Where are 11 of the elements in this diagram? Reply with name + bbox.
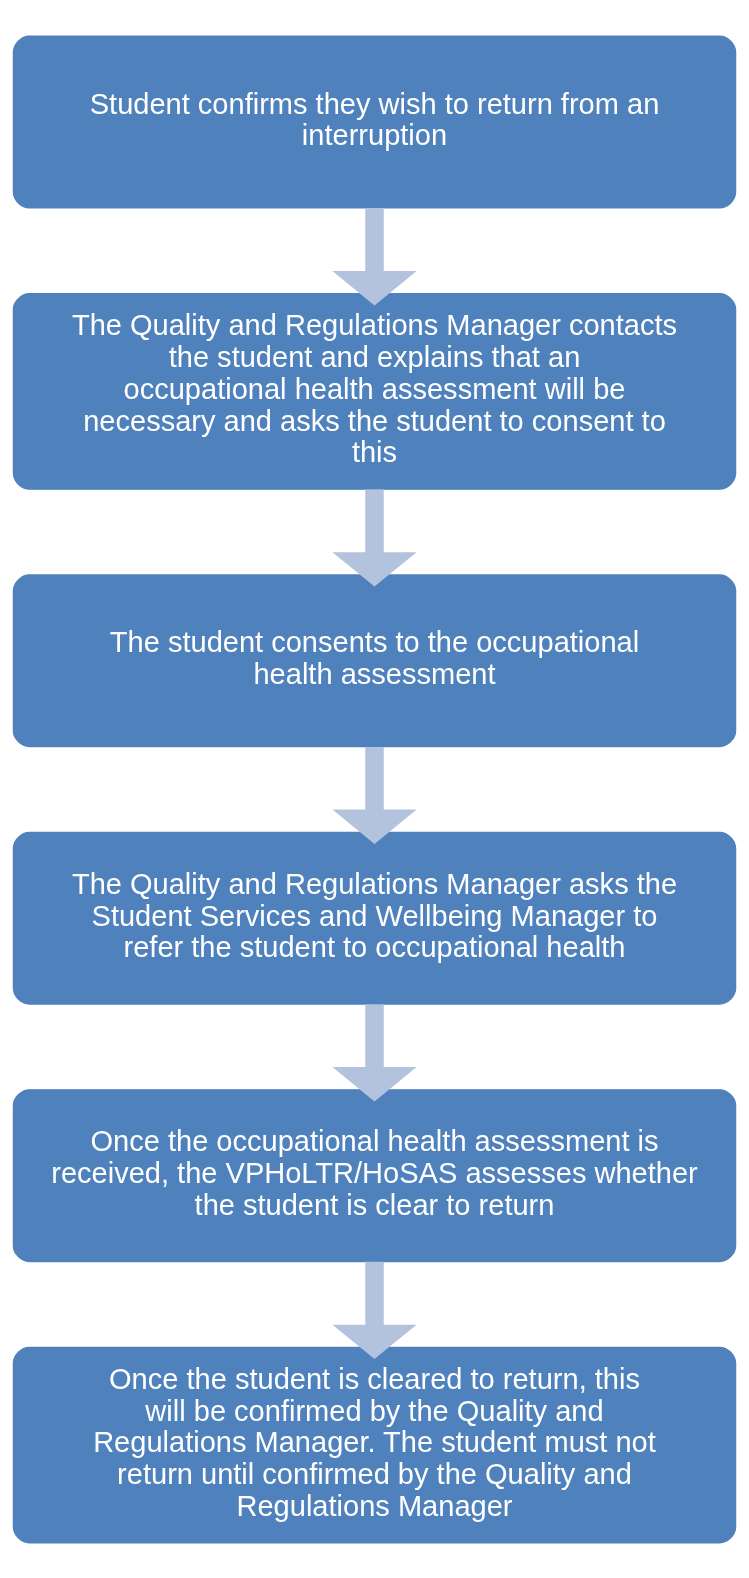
node-box: Once the student is cleared to return, this will be confirmed by the Quality and Regulations Manager. The student must not return until confirmed by the Quality and Regulations Manager	[12, 1346, 737, 1543]
arrow	[332, 1003, 417, 1101]
arrow	[332, 746, 417, 844]
node-box: The Quality and Regulations Manager contacts the student and explains that an occupational health assessment will be necessary and asks the student to consent to this	[12, 292, 737, 490]
node-box: The Quality and Regulations Manager asks the Student Services and Wellbeing Manager to refer the student to occupational health	[12, 831, 737, 1005]
arrow	[332, 1261, 417, 1359]
node-box: The student consents to the occupational health assessment	[12, 573, 737, 747]
node-box: Once the occupational health assessment is received, the VPHoLTR/HoSAS assesses whether the student is clear to return	[12, 1088, 737, 1262]
arrow	[332, 488, 417, 587]
arrow	[332, 207, 417, 305]
node-box: Student confirms they wish to return from an interruption	[12, 35, 737, 209]
